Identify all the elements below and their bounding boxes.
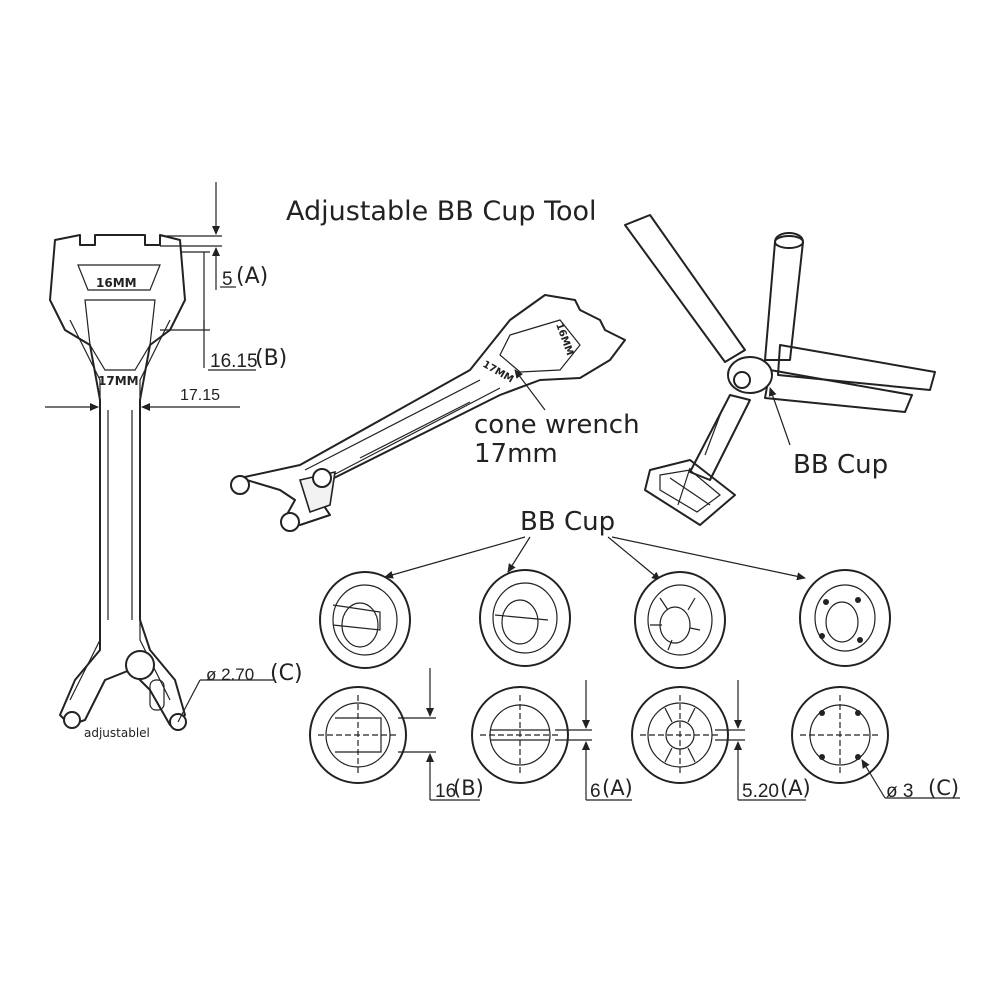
bb-cup-iso-2	[479, 569, 571, 667]
bb-cup-front-2	[471, 686, 569, 784]
cup1-dim-tag: (B)	[453, 776, 484, 800]
iso-pin-bottom-icon	[280, 512, 300, 532]
bb-cup-dimensions: 16 (B) 6 (A) 5.20 (A) ø 3 (C)	[398, 668, 960, 802]
dim-width-value: 17.15	[180, 387, 220, 404]
adjustable-label: adjustablel	[84, 726, 150, 740]
iso-engrave-16: 16MM	[553, 322, 575, 358]
cone-wrench-label: cone wrench	[474, 410, 640, 440]
tool-assembly: BB Cup	[624, 214, 936, 526]
front-dimensions: 5 (A) 16.15 (B) 17.15 ø 2.70 (C)	[45, 182, 303, 723]
pin-left-icon	[63, 711, 81, 729]
bb-cup-iso-1	[319, 571, 411, 669]
dim-a-value: 5	[222, 269, 233, 290]
diagram-title: Adjustable BB Cup Tool	[286, 196, 597, 227]
bb-cup-heading: BB Cup	[520, 507, 615, 537]
wrench-front-view: 16MM 17MM adjustablel	[49, 234, 187, 740]
cup1-dim-value: 16	[435, 781, 456, 802]
cone-wrench-iso: 16MM 17MM cone wrench 17mm	[230, 294, 640, 532]
cup4-dim-tag: (C)	[928, 776, 959, 800]
assembly-bb-cup-label: BB Cup	[793, 450, 888, 480]
cup3-dim-tag: (A)	[780, 776, 811, 800]
bb-cup-arrows	[384, 536, 806, 581]
cup2-dim-tag: (A)	[602, 776, 633, 800]
bb-cup-iso-3	[634, 571, 726, 669]
dim-c-tag: (C)	[270, 661, 303, 686]
iso-pin-top-icon	[230, 475, 250, 495]
bb-cup-front-3	[631, 686, 729, 784]
bb-cup-front-1	[309, 686, 407, 784]
bb-cup-iso-4	[799, 569, 891, 667]
bb-cup-front-4	[791, 686, 889, 784]
engrave-17mm: 17MM	[98, 374, 139, 388]
dim-b-value: 16.15	[210, 351, 258, 372]
pivot-bolt-icon	[125, 650, 155, 680]
engrave-16mm: 16MM	[96, 276, 137, 290]
cup4-dim-value: ø 3	[886, 781, 913, 802]
iso-pivot-icon	[312, 468, 332, 488]
dim-c-value: ø 2.70	[206, 665, 254, 684]
cone-wrench-size-label: 17mm	[474, 439, 558, 469]
cup3-dim-value: 5.20	[742, 781, 779, 802]
assembly-hub-icon	[733, 371, 751, 389]
dim-b-tag: (B)	[255, 346, 287, 371]
dim-a-tag: (A)	[236, 264, 268, 289]
cup2-dim-value: 6	[590, 781, 601, 802]
